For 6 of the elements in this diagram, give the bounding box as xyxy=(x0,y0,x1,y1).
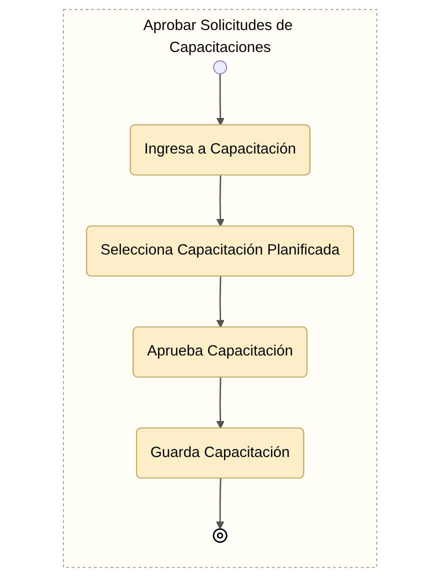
arrow xyxy=(216,276,224,328)
node-circle xyxy=(213,60,227,74)
arrow xyxy=(216,478,224,530)
arrow xyxy=(216,74,224,126)
arrow xyxy=(216,175,224,227)
arrow xyxy=(216,378,224,429)
